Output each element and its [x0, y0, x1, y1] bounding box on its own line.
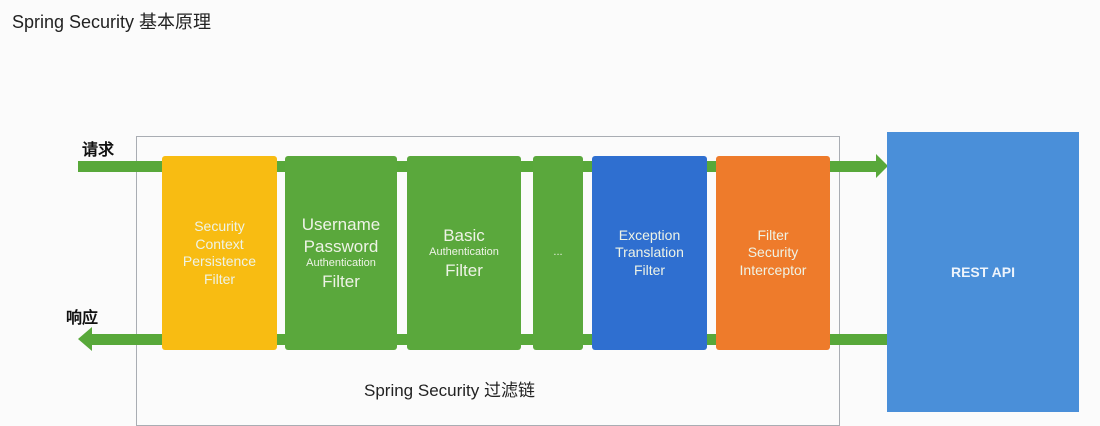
filter-line: Filter [203, 270, 236, 287]
filter-line: Authentication [429, 246, 499, 259]
filter-line: Context [195, 235, 244, 252]
filter-line: Interceptor [739, 261, 807, 278]
filter-line: Security [747, 244, 799, 261]
response-label: 响应 [66, 310, 99, 327]
filter-line: Basic [443, 225, 485, 245]
filter-security-interceptor: Filter Security Interceptor [716, 156, 830, 350]
filter-line: Security [194, 218, 245, 234]
filter-line: Authentication [306, 256, 376, 269]
filter-basic-authentication: Basic Authentication Filter [407, 156, 521, 350]
filter-security-context-persistence: Security Context Persistence Filter [162, 156, 277, 350]
filter-exception-translation: Exception Translation Filter [592, 156, 707, 350]
filter-line: Translation [615, 244, 684, 261]
filter-line: Filter [445, 260, 483, 280]
request-label: 请求 [82, 142, 115, 159]
request-arrow-head-icon [876, 154, 888, 178]
rest-api-box: REST API [887, 132, 1079, 412]
diagram-title: Spring Security 基本原理 [12, 12, 212, 32]
filter-chain-label: Spring Security 过滤链 [364, 381, 535, 400]
filter-line: Filter [633, 261, 666, 278]
filter-ellipsis: ... [533, 156, 583, 350]
filter-line: ... [553, 246, 563, 259]
filter-line: Persistence [182, 253, 257, 269]
filter-line: Username [301, 215, 381, 235]
filter-line: Filter [322, 271, 360, 291]
rest-api-label: REST API [950, 264, 1016, 280]
filter-line: Exception [618, 226, 681, 243]
filter-line: Filter [757, 226, 789, 243]
filter-line: Password [303, 236, 379, 256]
response-arrow-head-icon [78, 327, 92, 351]
filter-username-password-authentication: Username Password Authentication Filter [285, 156, 397, 350]
